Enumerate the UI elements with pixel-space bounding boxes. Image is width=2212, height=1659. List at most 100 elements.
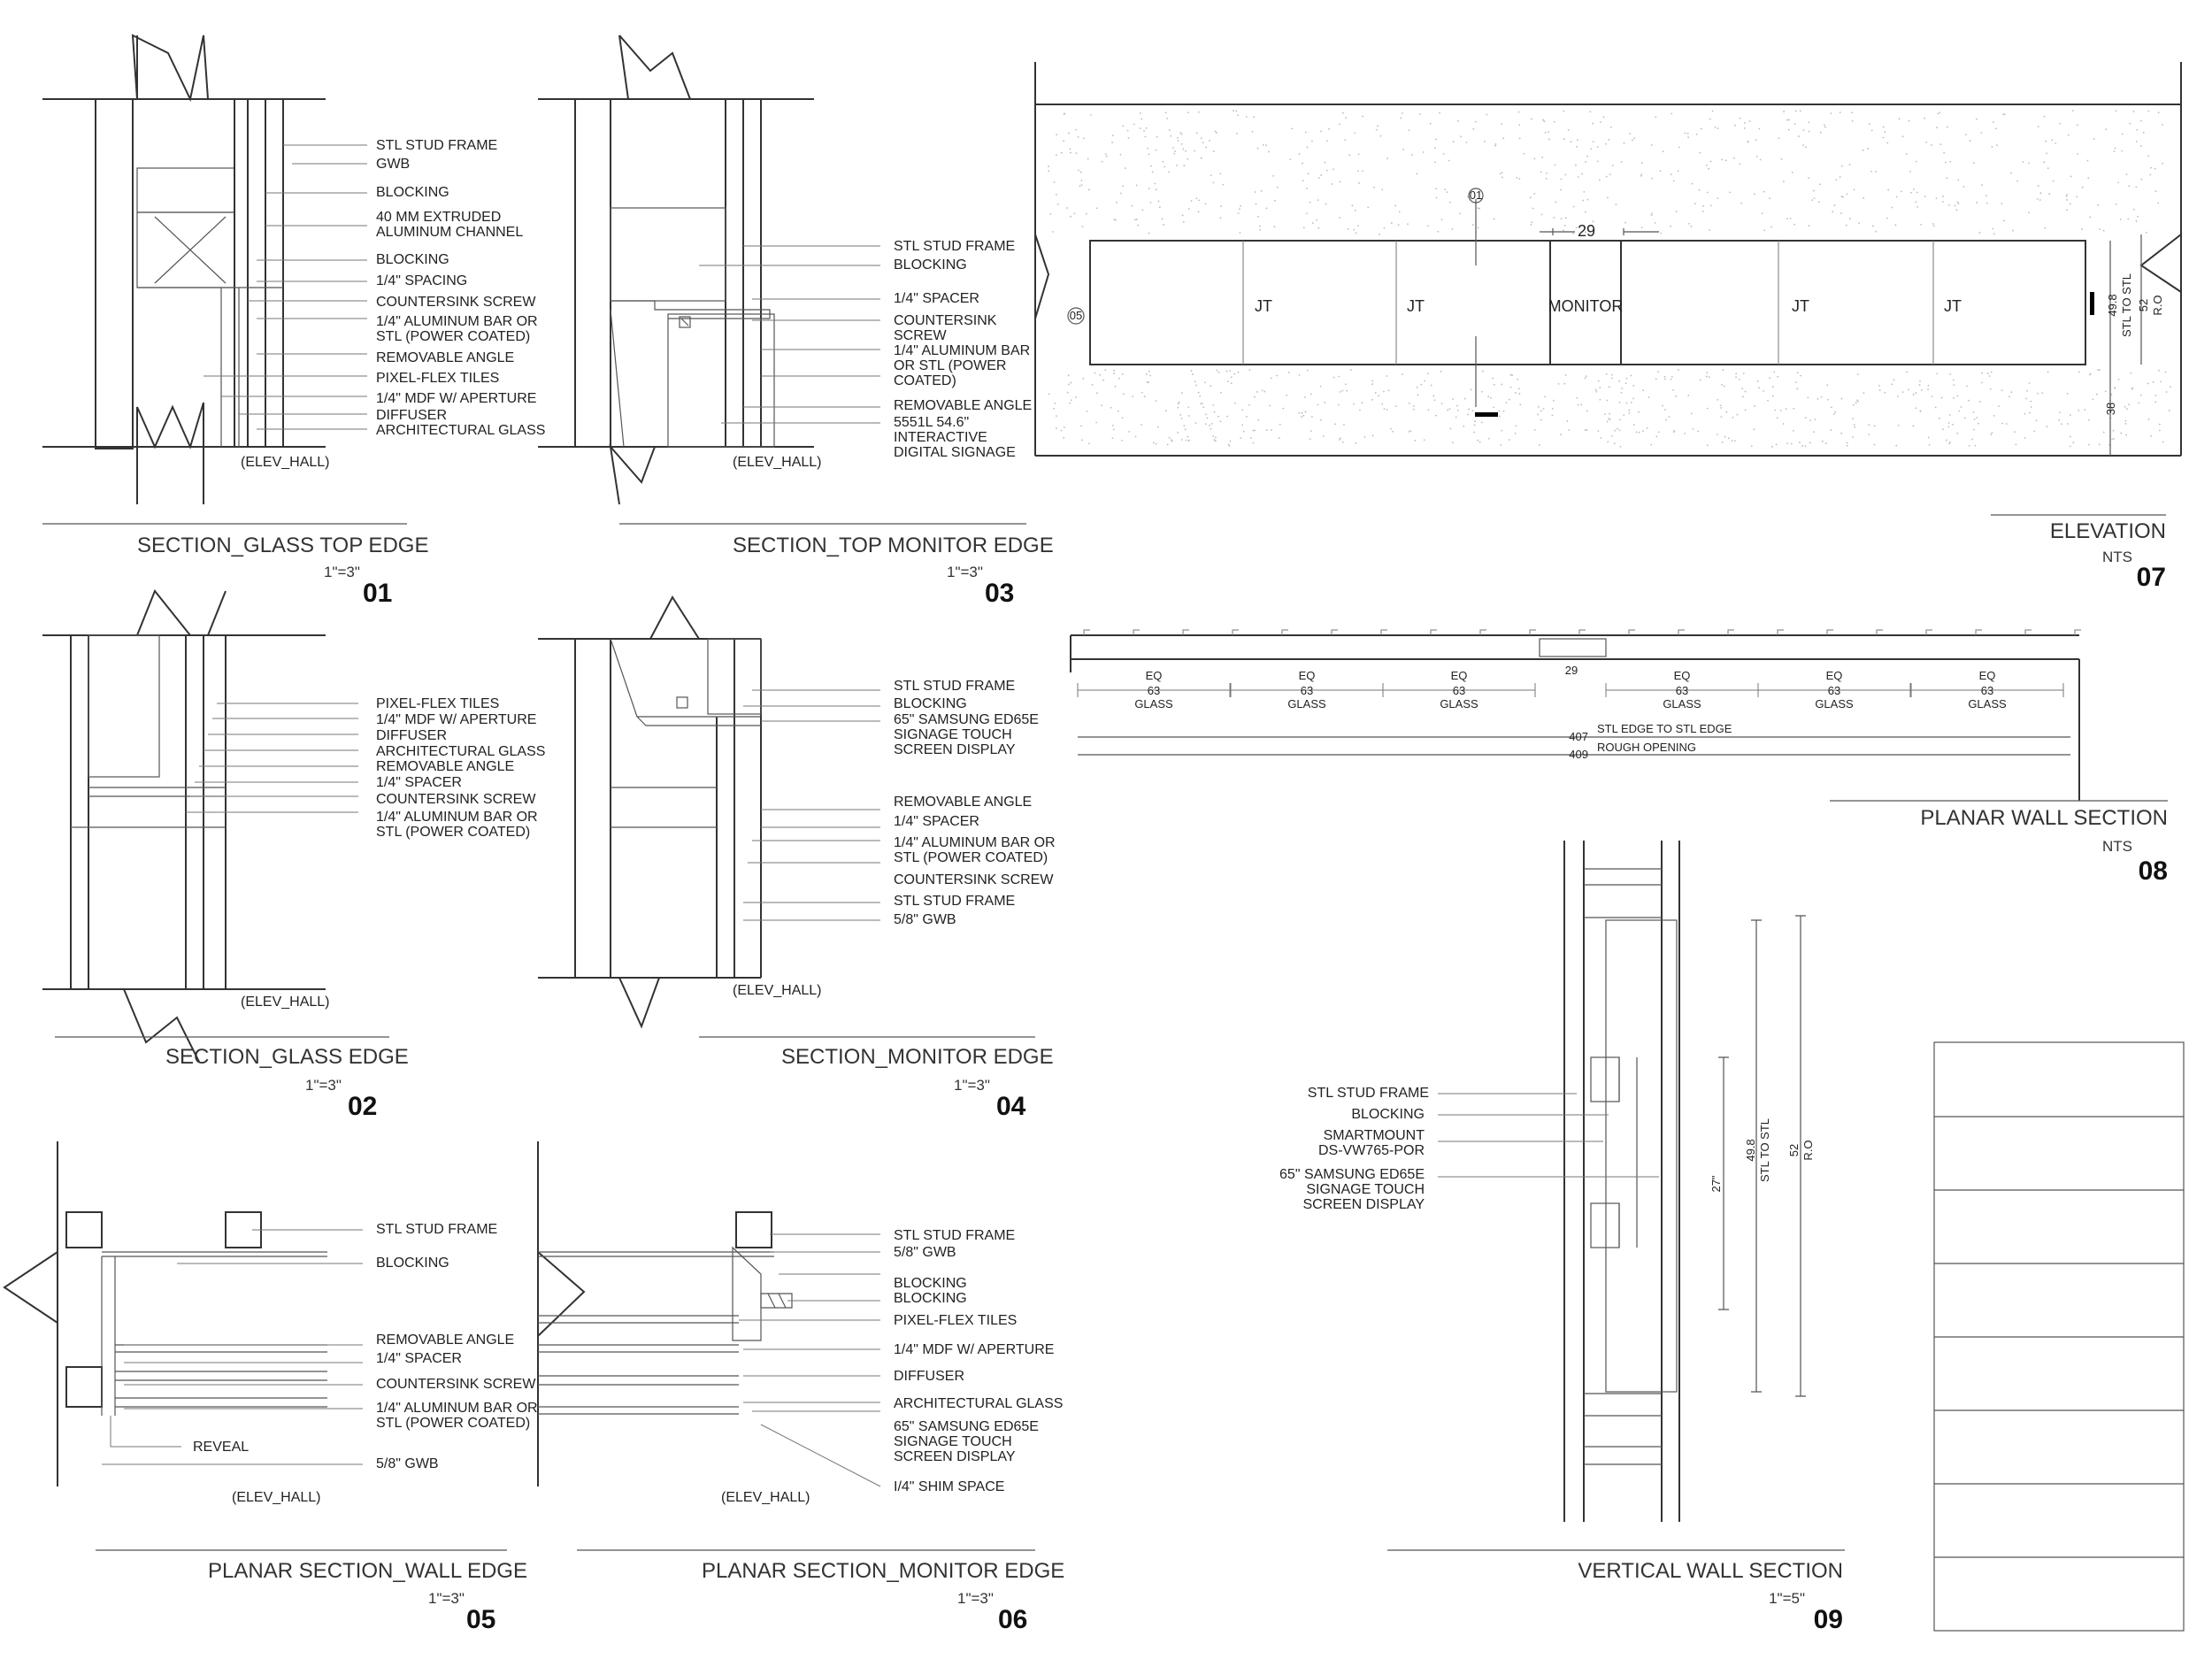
stipple-dot (1465, 142, 1468, 143)
stipple-dot (1070, 215, 1071, 218)
stipple-dot (1381, 403, 1384, 405)
stipple-dot (1505, 402, 1508, 404)
stipple-dot (1141, 424, 1142, 426)
stipple-dot (1560, 188, 1563, 191)
stipple-dot (1871, 225, 1874, 227)
stipple-dot (1938, 417, 1940, 419)
stipple-dot (2136, 128, 2139, 131)
stipple-dot (1078, 169, 1079, 172)
stipple-dot (1979, 401, 1981, 403)
stipple-dot (1801, 445, 1804, 447)
stipple-dot (2081, 228, 2083, 230)
stipple-dot (1179, 413, 1182, 416)
stipple-dot (1219, 420, 1222, 423)
stipple-dot (1655, 435, 1658, 438)
stipple-dot (1548, 138, 1550, 141)
stipple-dot (2147, 419, 2150, 420)
stipple-dot (1973, 428, 1975, 431)
stipple-dot (1908, 388, 1909, 391)
stipple-dot (1540, 419, 1542, 421)
d06-note-3: BLOCKING (894, 1276, 967, 1291)
stipple-dot (1551, 407, 1554, 410)
stipple-dot (1204, 203, 1207, 205)
stipple-dot (1257, 419, 1260, 421)
stipple-dot (1101, 404, 1103, 407)
d03-note-7: OR STL (POWER (894, 358, 1006, 373)
stipple-dot (1317, 177, 1320, 179)
stipple-dot (1134, 219, 1136, 221)
stipple-dot (1706, 444, 1709, 447)
stipple-dot (2041, 392, 2044, 395)
stipple-dot (1976, 417, 1978, 419)
stipple-dot (1126, 129, 1129, 132)
stud-tick (1876, 629, 1883, 635)
stipple-dot (1969, 140, 1971, 142)
stipple-dot (2139, 394, 2142, 396)
stipple-dot (1516, 176, 1518, 179)
stipple-dot (1187, 157, 1189, 160)
stipple-dot (2158, 369, 2160, 372)
stipple-dot (1177, 140, 1179, 142)
eq-dim-line (1757, 683, 1911, 697)
stipple-dot (1819, 131, 1822, 134)
stipple-dot (1733, 157, 1735, 159)
stipple-dot (1553, 217, 1555, 219)
stipple-dot (1632, 139, 1633, 142)
planar-overall2-value: 409 (1569, 748, 1588, 761)
d02-note-6: 1/4" SPACER (376, 775, 462, 790)
stipple-dot (2124, 422, 2127, 425)
stipple-dot (1906, 371, 1908, 373)
stipple-dot (1946, 439, 1947, 442)
stipple-dot (1776, 417, 1778, 419)
stipple-dot (1386, 157, 1388, 159)
stipple-dot (1127, 137, 1130, 139)
stipple-dot (1435, 188, 1438, 190)
eq-glass-label: GLASS (1440, 697, 1479, 710)
stipple-dot (1164, 165, 1166, 168)
stipple-dot (1613, 442, 1616, 445)
stipple-dot (1212, 403, 1215, 406)
stipple-dot (1542, 407, 1545, 410)
stipple-dot (1909, 171, 1911, 173)
stipple-dot (2033, 430, 2036, 433)
stipple-dot (1699, 151, 1701, 154)
stipple-dot (1537, 413, 1539, 416)
elev-number: 07 (2137, 563, 2166, 592)
stipple-dot (1895, 444, 1898, 447)
stipple-dot (1895, 196, 1898, 198)
stipple-dot (2137, 215, 2139, 218)
stipple-dot (1563, 229, 1565, 232)
stipple-dot (1787, 128, 1790, 131)
stipple-dot (2131, 388, 2133, 390)
stipple-dot (1941, 201, 1944, 203)
stipple-dot (1518, 178, 1521, 180)
elev-tag-05: 05 (1070, 309, 1082, 322)
stipple-dot (1778, 137, 1780, 140)
stipple-dot (1833, 204, 1836, 206)
stipple-dot (1793, 123, 1796, 126)
d04-title: SECTION_MONITOR EDGE (781, 1045, 1054, 1069)
stipple-dot (1584, 429, 1586, 432)
stipple-dot (1135, 184, 1138, 187)
stipple-dot (1250, 437, 1252, 439)
stipple-dot (2025, 389, 2028, 392)
stipple-dot (1609, 412, 1611, 415)
stipple-dot (1111, 424, 1114, 426)
stipple-dot (1168, 129, 1171, 132)
stipple-dot (1965, 134, 1967, 136)
stipple-dot (1577, 403, 1579, 406)
stipple-dot (1346, 389, 1348, 392)
stipple-dot (1586, 155, 1588, 157)
stipple-dot (1199, 395, 1202, 397)
stipple-dot (1121, 439, 1123, 442)
stipple-dot (1063, 426, 1065, 428)
stipple-dot (1918, 384, 1921, 387)
stipple-dot (1692, 427, 1694, 430)
stipple-dot (1786, 442, 1788, 444)
stipple-dot (2097, 204, 2100, 206)
stipple-dot (1758, 387, 1761, 389)
stipple-dot (1629, 133, 1631, 135)
stipple-dot (1402, 112, 1403, 114)
stipple-dot (2078, 371, 2080, 373)
stipple-dot (1597, 380, 1600, 382)
